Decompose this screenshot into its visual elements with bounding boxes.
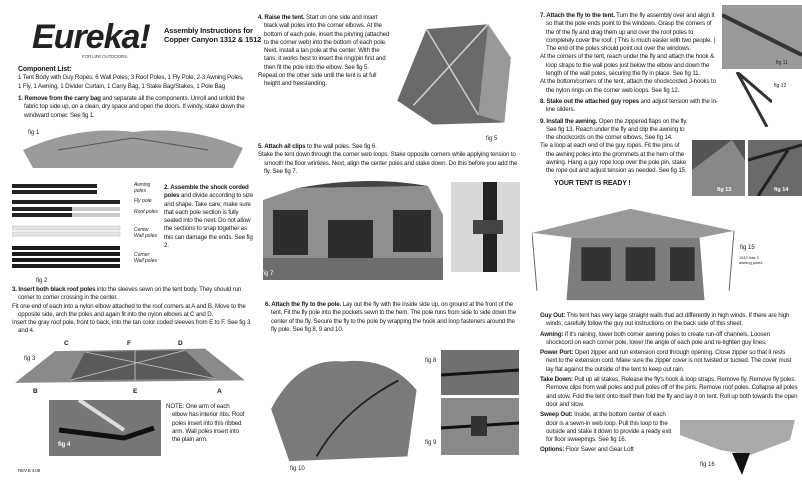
fig-8-label: fig 8 xyxy=(425,358,437,364)
fig-4-image: fig 4 xyxy=(49,400,161,456)
fig-15-label: fig 15 xyxy=(740,245,755,251)
fig-14-image: fig 14 xyxy=(748,140,802,196)
step-3-p3: Insert the gray roof pole, front to back… xyxy=(12,319,251,335)
corner-b: B xyxy=(33,388,38,395)
fig-16-image xyxy=(680,420,795,475)
component-heading: Component List: xyxy=(18,66,72,73)
corner-e: E xyxy=(133,388,138,395)
eureka-logo: Eureka! xyxy=(32,18,151,56)
fig-3-image xyxy=(15,347,245,387)
step-9: 9. Install the awning. Open the zippered… xyxy=(540,117,688,175)
step-2: 2. Assemble the shock corded poles and d… xyxy=(164,184,254,250)
step-7-p2: At the corners of the tent, reach under … xyxy=(540,53,715,78)
step-4: 4. Raise the tent. Start on one side and… xyxy=(258,14,390,88)
pole-label-awning: Awning poles xyxy=(134,182,151,194)
tagline: FOR LIFE OUTDOORS. xyxy=(82,54,129,59)
pole-label-corner-wall: Corner Wall poles xyxy=(134,252,157,264)
fig-6-image xyxy=(451,182,520,272)
step-5: 5. Attach all clips to the wall poles. S… xyxy=(258,143,520,176)
fig-4-label: fig 4 xyxy=(58,442,71,448)
fig-1-label: fig 1 xyxy=(28,130,40,136)
pole-label-center-wall: Center Wall poles xyxy=(134,227,157,239)
step-3-p2: Fit one end of each into a nylon elbow a… xyxy=(12,302,246,318)
fig-6-label: fig 6 xyxy=(433,190,445,196)
title-line-2: Copper Canyon 1312 & 1512 xyxy=(164,34,262,44)
fig-16-label: fig 16 xyxy=(700,462,715,468)
fig-10-label: fig 10 xyxy=(290,466,305,472)
fig-11-image: fig 11 xyxy=(722,5,802,69)
step-7: 7. Attach the fly to the tent. Turn the … xyxy=(540,12,720,95)
fig-12-label: fig 12 xyxy=(774,83,787,89)
title-line-1: Assembly Instructions for xyxy=(164,26,253,35)
step-4-p2: Repeat on the other side until the tent … xyxy=(258,72,377,88)
fig-8-image xyxy=(441,350,519,395)
fig-1-image xyxy=(18,120,248,168)
fig-9-label: fig 9 xyxy=(425,440,437,446)
corner-c: C xyxy=(64,340,69,347)
corner-a: A xyxy=(217,388,222,395)
options-tip: Options: Floor Saver and Gear Loft xyxy=(540,446,634,454)
fig-9-image xyxy=(441,398,519,455)
step-6: 6. Attach the fly to the pole. Lay out t… xyxy=(265,301,517,333)
fig-3-label: fig 3 xyxy=(24,356,36,362)
awning-tip: Awning: If it's raining, lower both corn… xyxy=(540,330,770,346)
fig-13-label: fig 13 xyxy=(717,187,732,193)
fig-2-poles-image xyxy=(12,182,122,274)
take-down-tip: Take Down: Pull up all stakes. Release t… xyxy=(540,376,798,408)
sweep-out-tip: Sweep Out: Inside, at the bottom center … xyxy=(540,411,672,444)
step-5-p2: Stake the tent down through the corner w… xyxy=(258,151,518,175)
fig-5-image xyxy=(394,10,514,134)
elbow-note: NOTE: One arm of each elbow has interior… xyxy=(166,403,245,444)
fig-15-image xyxy=(532,204,737,304)
tent-ready: YOUR TENT IS READY ! xyxy=(554,179,631,187)
power-port-tip: Power Port: Open zipper and run extensio… xyxy=(540,349,792,373)
fig-5-label: fig 5 xyxy=(486,136,498,142)
tips: Guy Out: This tent has very large straig… xyxy=(540,312,798,455)
guy-out-tip: Guy Out: This tent has very large straig… xyxy=(540,312,790,328)
corner-d: D xyxy=(178,340,183,347)
component-list: Component List: 1 Tent Body with Guy Rop… xyxy=(18,66,258,91)
step-9-p2: Tie a loop at each end of the guy ropes.… xyxy=(540,142,687,175)
fig-11-label: fig 11 xyxy=(776,60,788,66)
fig-15-note: 1512 has 3 awning poles xyxy=(739,255,763,265)
fig-12-image xyxy=(722,72,772,127)
doc-title: Assembly Instructions for Copper Canyon … xyxy=(164,26,262,44)
fig-7-image xyxy=(258,180,448,283)
fig-14-label: fig 14 xyxy=(774,187,789,193)
step-8: 8. Stake out the attached guy ropes and … xyxy=(540,97,718,114)
steps-7-to-9: 7. Attach the fly to the tent. Turn the … xyxy=(540,12,720,188)
step-3: 3. Insert both black roof poles into the… xyxy=(12,286,258,336)
fig-7-label: fig 7 xyxy=(262,271,274,277)
fig-13-image: fig 13 xyxy=(692,140,745,196)
fig-10-image xyxy=(262,352,422,464)
corner-f: F xyxy=(127,340,131,347)
pole-label-fly: Fly pole xyxy=(134,198,152,204)
fig-2-label: fig 2 xyxy=(36,278,48,284)
step-1: 1. Remove from the carry bag and separat… xyxy=(18,95,245,119)
pole-label-roof: Roof poles xyxy=(134,209,158,215)
step-7-p3: At the bottom/corners of the tent, attac… xyxy=(540,78,716,94)
revision: REV B 4.09 xyxy=(18,468,41,473)
component-line-2: 1 Fly, 1 Awning, 1 Divider Curtain, 1 Ca… xyxy=(18,82,226,90)
component-line-1: 1 Tent Body with Guy Ropes, 6 Wall Poles… xyxy=(18,74,244,82)
